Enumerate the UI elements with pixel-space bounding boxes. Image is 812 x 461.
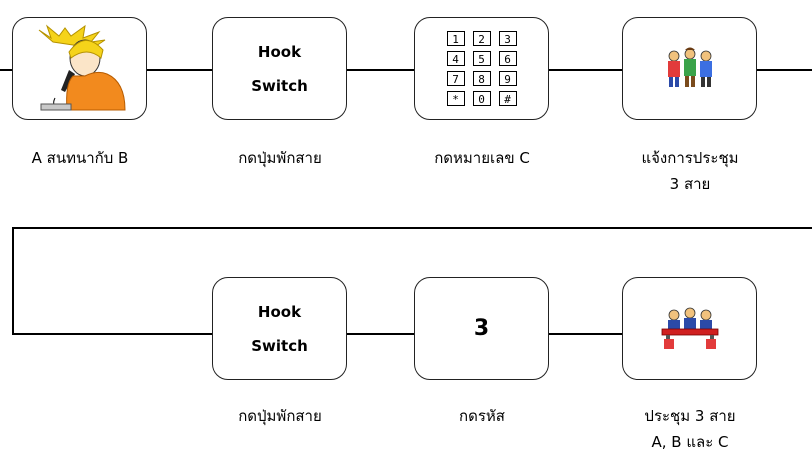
press-hold-button-label: กดปุ่มพักสาย	[238, 149, 322, 167]
key-0: 0	[472, 91, 491, 106]
key-hash: #	[498, 91, 517, 106]
connector-line	[12, 227, 812, 229]
hook-switch-line1: Hook	[257, 42, 302, 61]
enter-code-label: กดรหัส	[459, 407, 505, 425]
announce-conference-box	[622, 17, 757, 120]
hook-switch-line2: Switch	[251, 76, 308, 95]
hook-switch-2-line1: Hook	[257, 302, 302, 321]
person-on-phone-icon	[38, 23, 126, 110]
press-hold-button-label-2: กดปุ่มพักสาย	[238, 407, 322, 425]
key-3: 3	[498, 31, 517, 46]
announce-conference-label-line2: 3 สาย	[669, 175, 711, 193]
key-6: 6	[498, 51, 517, 66]
conference-call-box	[622, 277, 757, 380]
hook-switch-box-2: Hook Switch	[212, 277, 347, 380]
meeting-table-icon	[661, 307, 718, 349]
conference-call-label: ประชุม 3 สาย A, B และ C	[605, 403, 775, 455]
keypad-icon: 1 2 3 4 5 6 7 8 9 * 0 #	[446, 31, 517, 106]
enter-code-box: 3	[414, 277, 549, 380]
dial-c-box: 1 2 3 4 5 6 7 8 9 * 0 #	[414, 17, 549, 120]
conference-call-label-line2: A, B และ C	[651, 433, 729, 451]
connector-line	[12, 227, 14, 334]
step-a-talking-box	[12, 17, 147, 120]
dial-number-c-label: กดหมายเลข C	[434, 149, 530, 167]
conference-call-label-line1: ประชุม 3 สาย	[644, 407, 736, 425]
key-9: 9	[498, 71, 517, 86]
announce-conference-label: แจ้งการประชุม 3 สาย	[605, 145, 775, 197]
key-2: 2	[472, 31, 491, 46]
hook-switch-box: Hook Switch	[212, 17, 347, 120]
step-a-talking-label: A สนทนากับ B	[31, 149, 129, 167]
code-digit: 3	[473, 316, 490, 341]
key-7: 7	[446, 71, 465, 86]
connector-line	[0, 69, 812, 71]
key-1: 1	[446, 31, 465, 46]
group-of-people-icon	[667, 47, 712, 87]
key-star: *	[446, 91, 465, 106]
hook-switch-2-line2: Switch	[251, 336, 308, 355]
key-8: 8	[472, 71, 491, 86]
key-5: 5	[472, 51, 491, 66]
key-4: 4	[446, 51, 465, 66]
announce-conference-label-line1: แจ้งการประชุม	[641, 149, 739, 167]
